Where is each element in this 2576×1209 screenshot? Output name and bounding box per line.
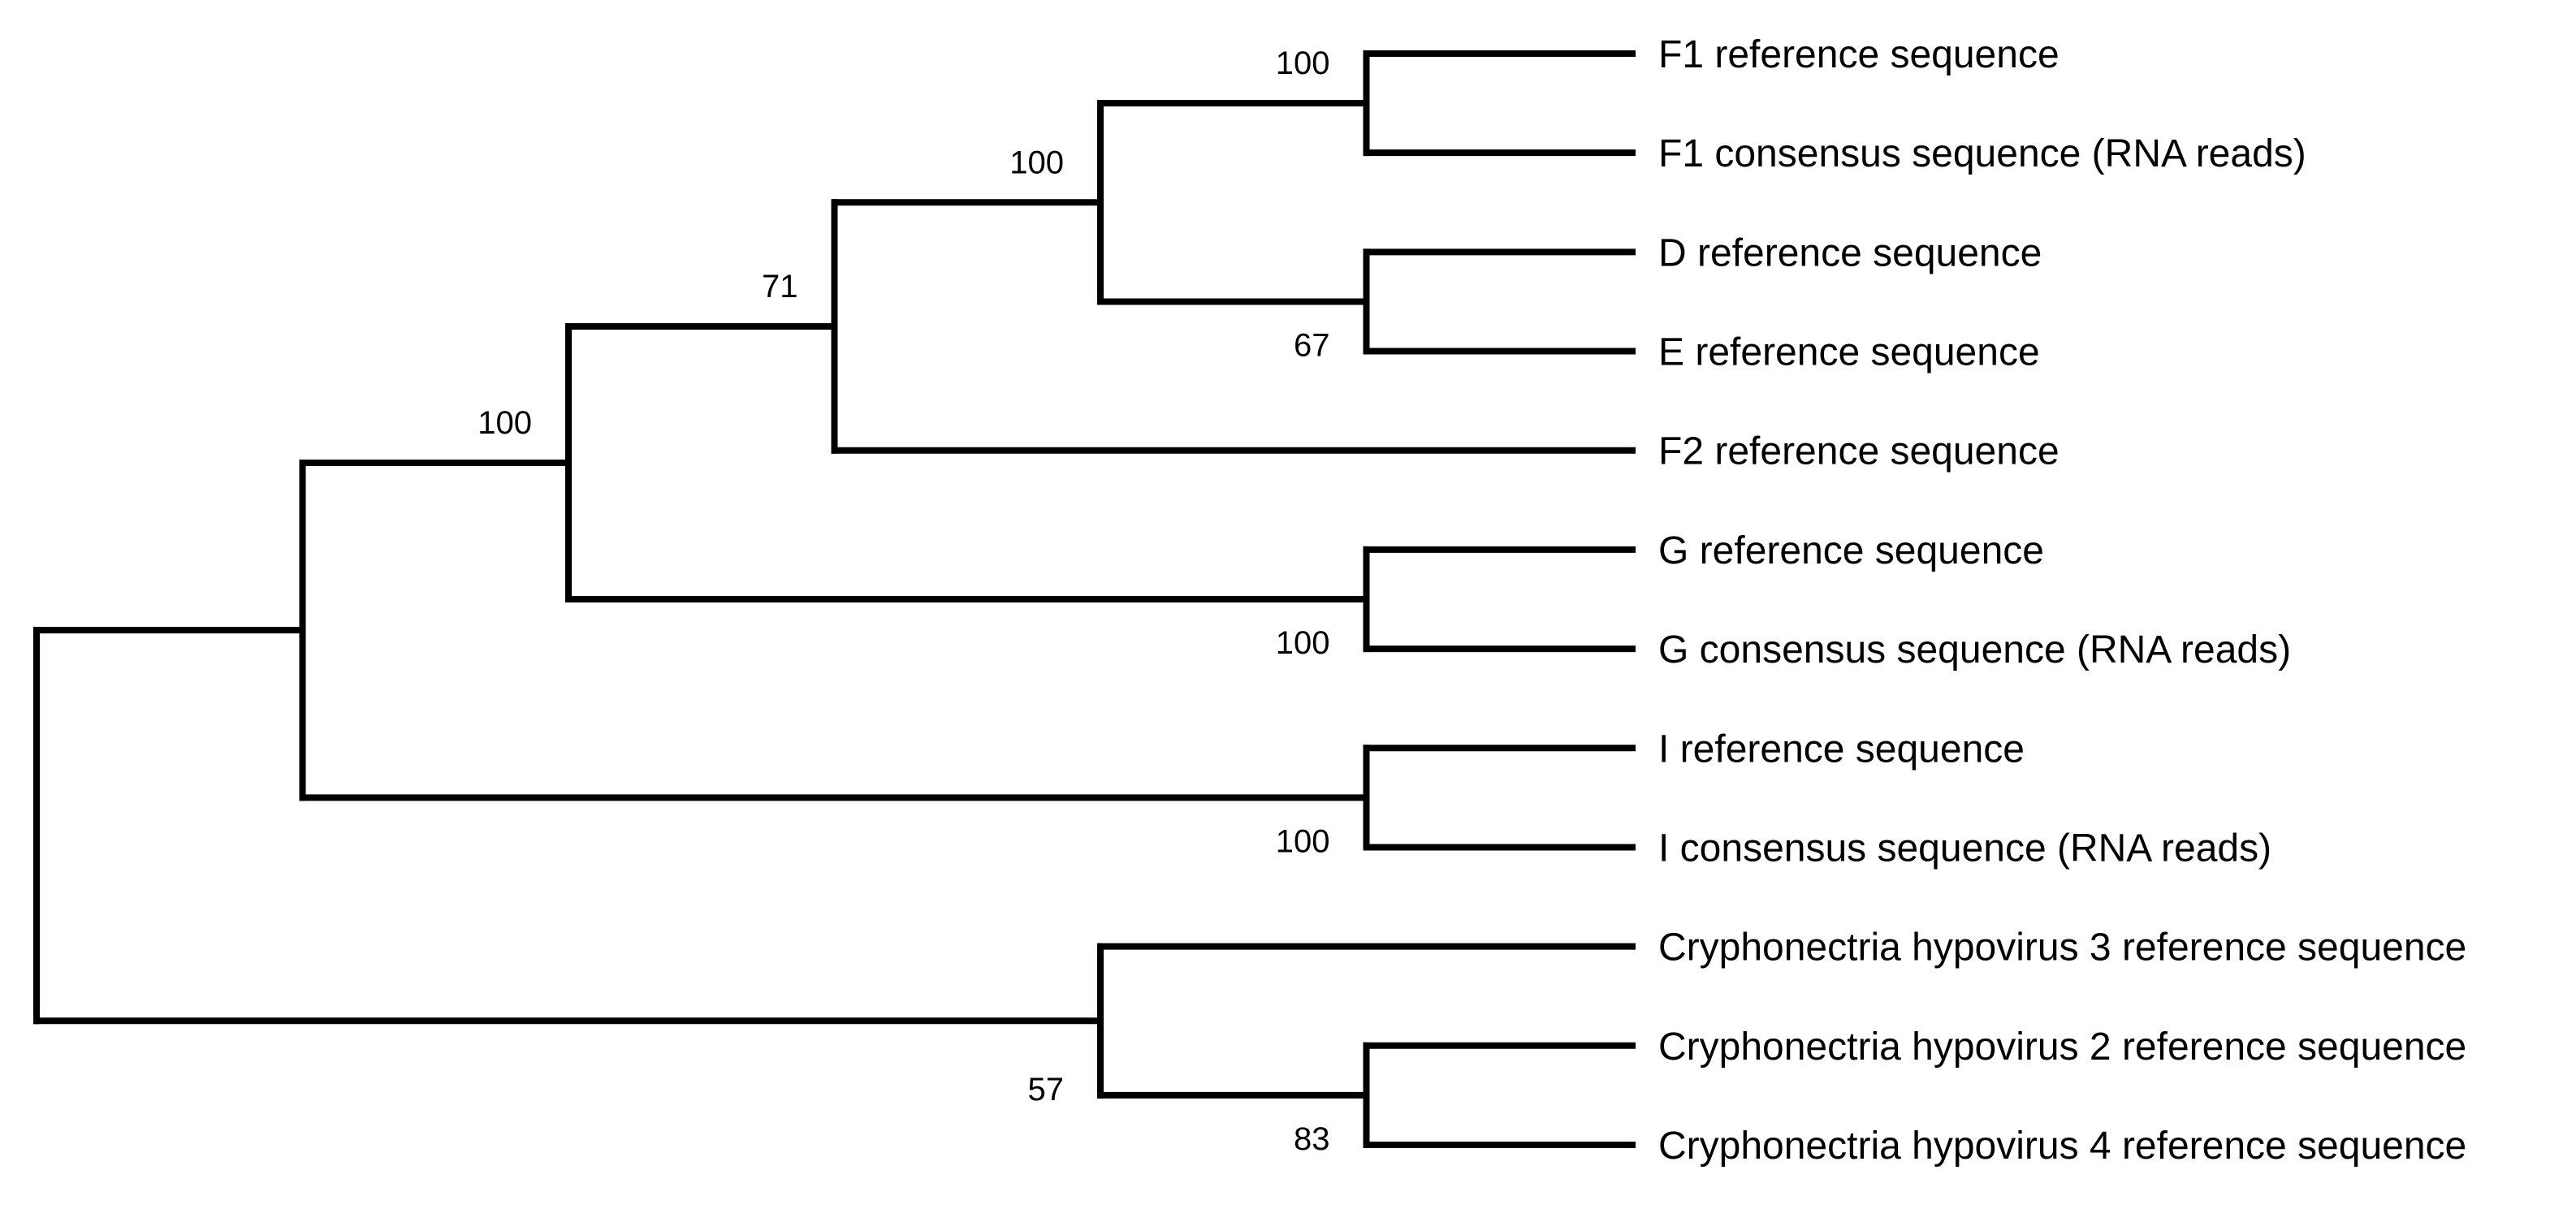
taxon-label: F1 reference sequence — [1658, 33, 2060, 76]
taxon-label: G reference sequence — [1658, 529, 2044, 572]
taxon-label: Cryphonectria hypovirus 2 reference sequ… — [1658, 1025, 2466, 1069]
bootstrap-value: 100 — [478, 405, 532, 441]
taxon-label: F1 consensus sequence (RNA reads) — [1658, 132, 2306, 175]
taxon-label: G consensus sequence (RNA reads) — [1658, 628, 2291, 671]
taxon-label: Cryphonectria hypovirus 3 reference sequ… — [1658, 926, 2466, 969]
taxon-label: Cryphonectria hypovirus 4 reference sequ… — [1658, 1125, 2466, 1168]
bootstrap-value: 67 — [1294, 328, 1330, 364]
bootstrap-value: 100 — [1276, 45, 1330, 81]
taxon-label: D reference sequence — [1658, 231, 2042, 274]
bootstrap-value: 57 — [1028, 1072, 1065, 1108]
bootstrap-value: 83 — [1294, 1121, 1330, 1157]
bootstrap-value: 71 — [762, 269, 798, 304]
taxon-label: I reference sequence — [1658, 728, 2025, 771]
taxon-label: E reference sequence — [1658, 331, 2040, 374]
bootstrap-value: 100 — [1009, 145, 1064, 180]
bootstrap-value: 100 — [1276, 823, 1330, 859]
taxon-label: I consensus sequence (RNA reads) — [1658, 827, 2271, 870]
taxon-label: F2 reference sequence — [1658, 430, 2060, 473]
bootstrap-value: 100 — [1276, 625, 1330, 661]
